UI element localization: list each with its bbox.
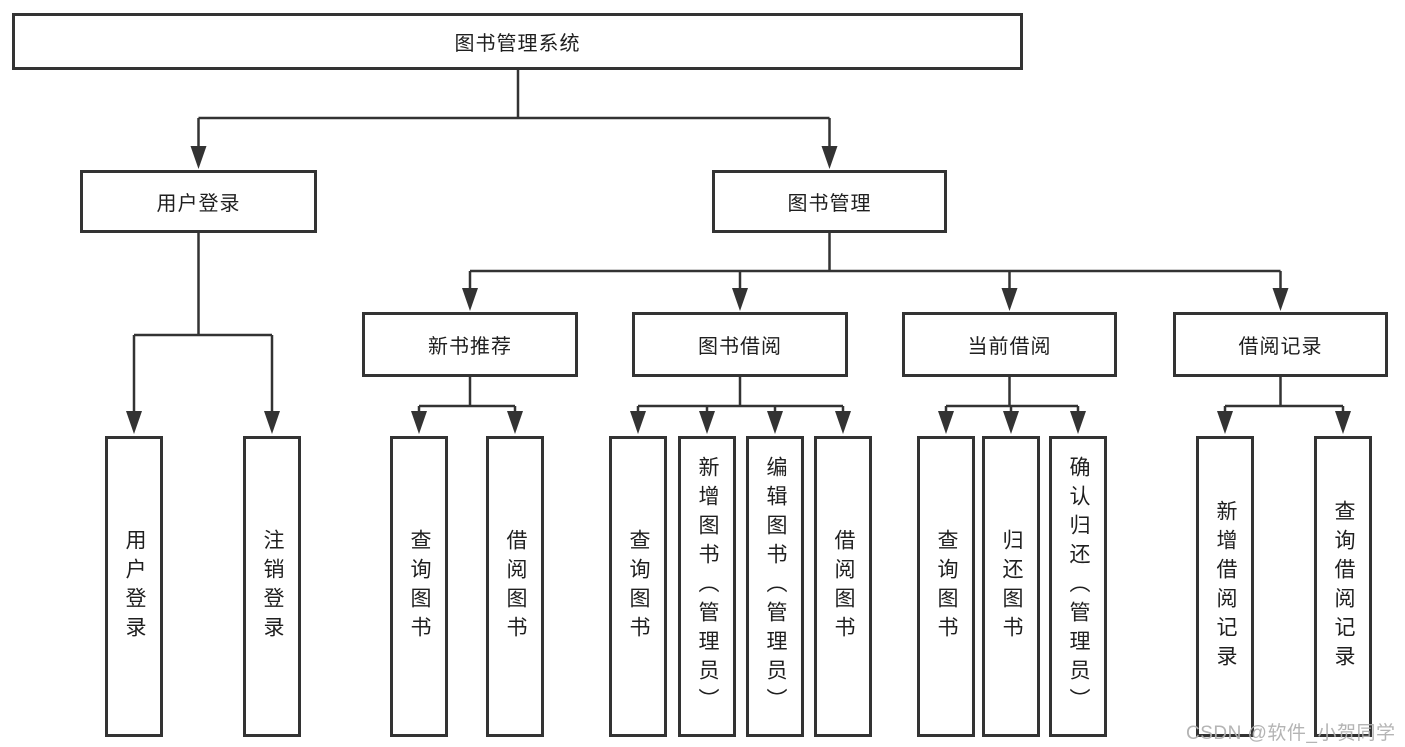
leaf-confirm-return-admin: 确认归还（管理员） <box>1049 436 1107 737</box>
leaf-add-book-admin: 新增图书（管理员） <box>678 436 736 737</box>
leaf-borrow-book: 借阅图书 <box>814 436 872 737</box>
node-user-login: 用户登录 <box>80 170 317 233</box>
leaf-query-book-current: 查询图书 <box>917 436 975 737</box>
node-book-borrow: 图书借阅 <box>632 312 848 377</box>
node-current-borrow: 当前借阅 <box>902 312 1117 377</box>
node-book-management: 图书管理 <box>712 170 947 233</box>
leaf-query-book-borrow: 查询图书 <box>609 436 667 737</box>
leaf-logout: 注销登录 <box>243 436 301 737</box>
node-borrow-records: 借阅记录 <box>1173 312 1388 377</box>
leaf-query-borrow-record: 查询借阅记录 <box>1314 436 1372 737</box>
leaf-user-login: 用户登录 <box>105 436 163 737</box>
leaf-query-book-recommend: 查询图书 <box>390 436 448 737</box>
leaf-borrow-book-recommend: 借阅图书 <box>486 436 544 737</box>
leaf-add-borrow-record: 新增借阅记录 <box>1196 436 1254 737</box>
node-root-system: 图书管理系统 <box>12 13 1023 70</box>
leaf-edit-book-admin: 编辑图书（管理员） <box>746 436 804 737</box>
watermark-text: CSDN @软件_小贺同学 <box>1186 723 1396 744</box>
node-new-book-recommend: 新书推荐 <box>362 312 578 377</box>
leaf-return-book: 归还图书 <box>982 436 1040 737</box>
